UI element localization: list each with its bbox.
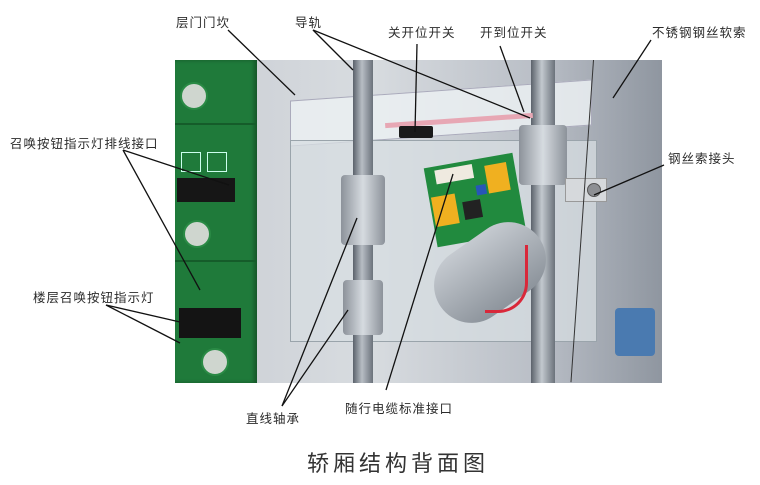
label-floor-call-button-light: 楼层召唤按钮指示灯 [33,290,155,305]
red-wire [485,245,528,313]
car-rear-photo [175,60,662,383]
blue-object [615,308,655,356]
button-disc [201,348,229,376]
call-button-pcb [175,60,257,383]
figure-caption: 轿厢结构背面图 [307,452,490,477]
button-disc [183,220,211,248]
linear-bearing-lower [343,280,383,335]
relay [430,193,460,228]
close-limit-switch [399,126,433,138]
label-open-limit-switch: 开到位开关 [480,25,548,40]
linear-bearing-right [519,125,567,185]
label-linear-bearing: 直线轴承 [246,411,301,426]
guide-rail-right [531,60,555,383]
label-close-limit-switch: 关开位开关 [388,25,456,40]
ribbon-header [177,178,235,202]
button-disc [180,82,208,110]
label-wire-rope-connector: 钢丝索接头 [668,151,736,166]
relay [484,162,511,194]
label-traveling-cable-port: 随行电缆标准接口 [345,401,454,416]
label-call-button-ribbon-port: 召唤按钮指示灯排线接口 [10,136,159,151]
wire-rope-connector [587,183,601,197]
linear-bearing-upper [341,175,385,245]
label-guide-rail: 导轨 [295,15,323,30]
label-stainless-wire-rope: 不锈钢钢丝软索 [652,25,747,40]
ribbon-header [179,308,241,338]
label-door-sill: 层门门坎 [176,15,231,30]
